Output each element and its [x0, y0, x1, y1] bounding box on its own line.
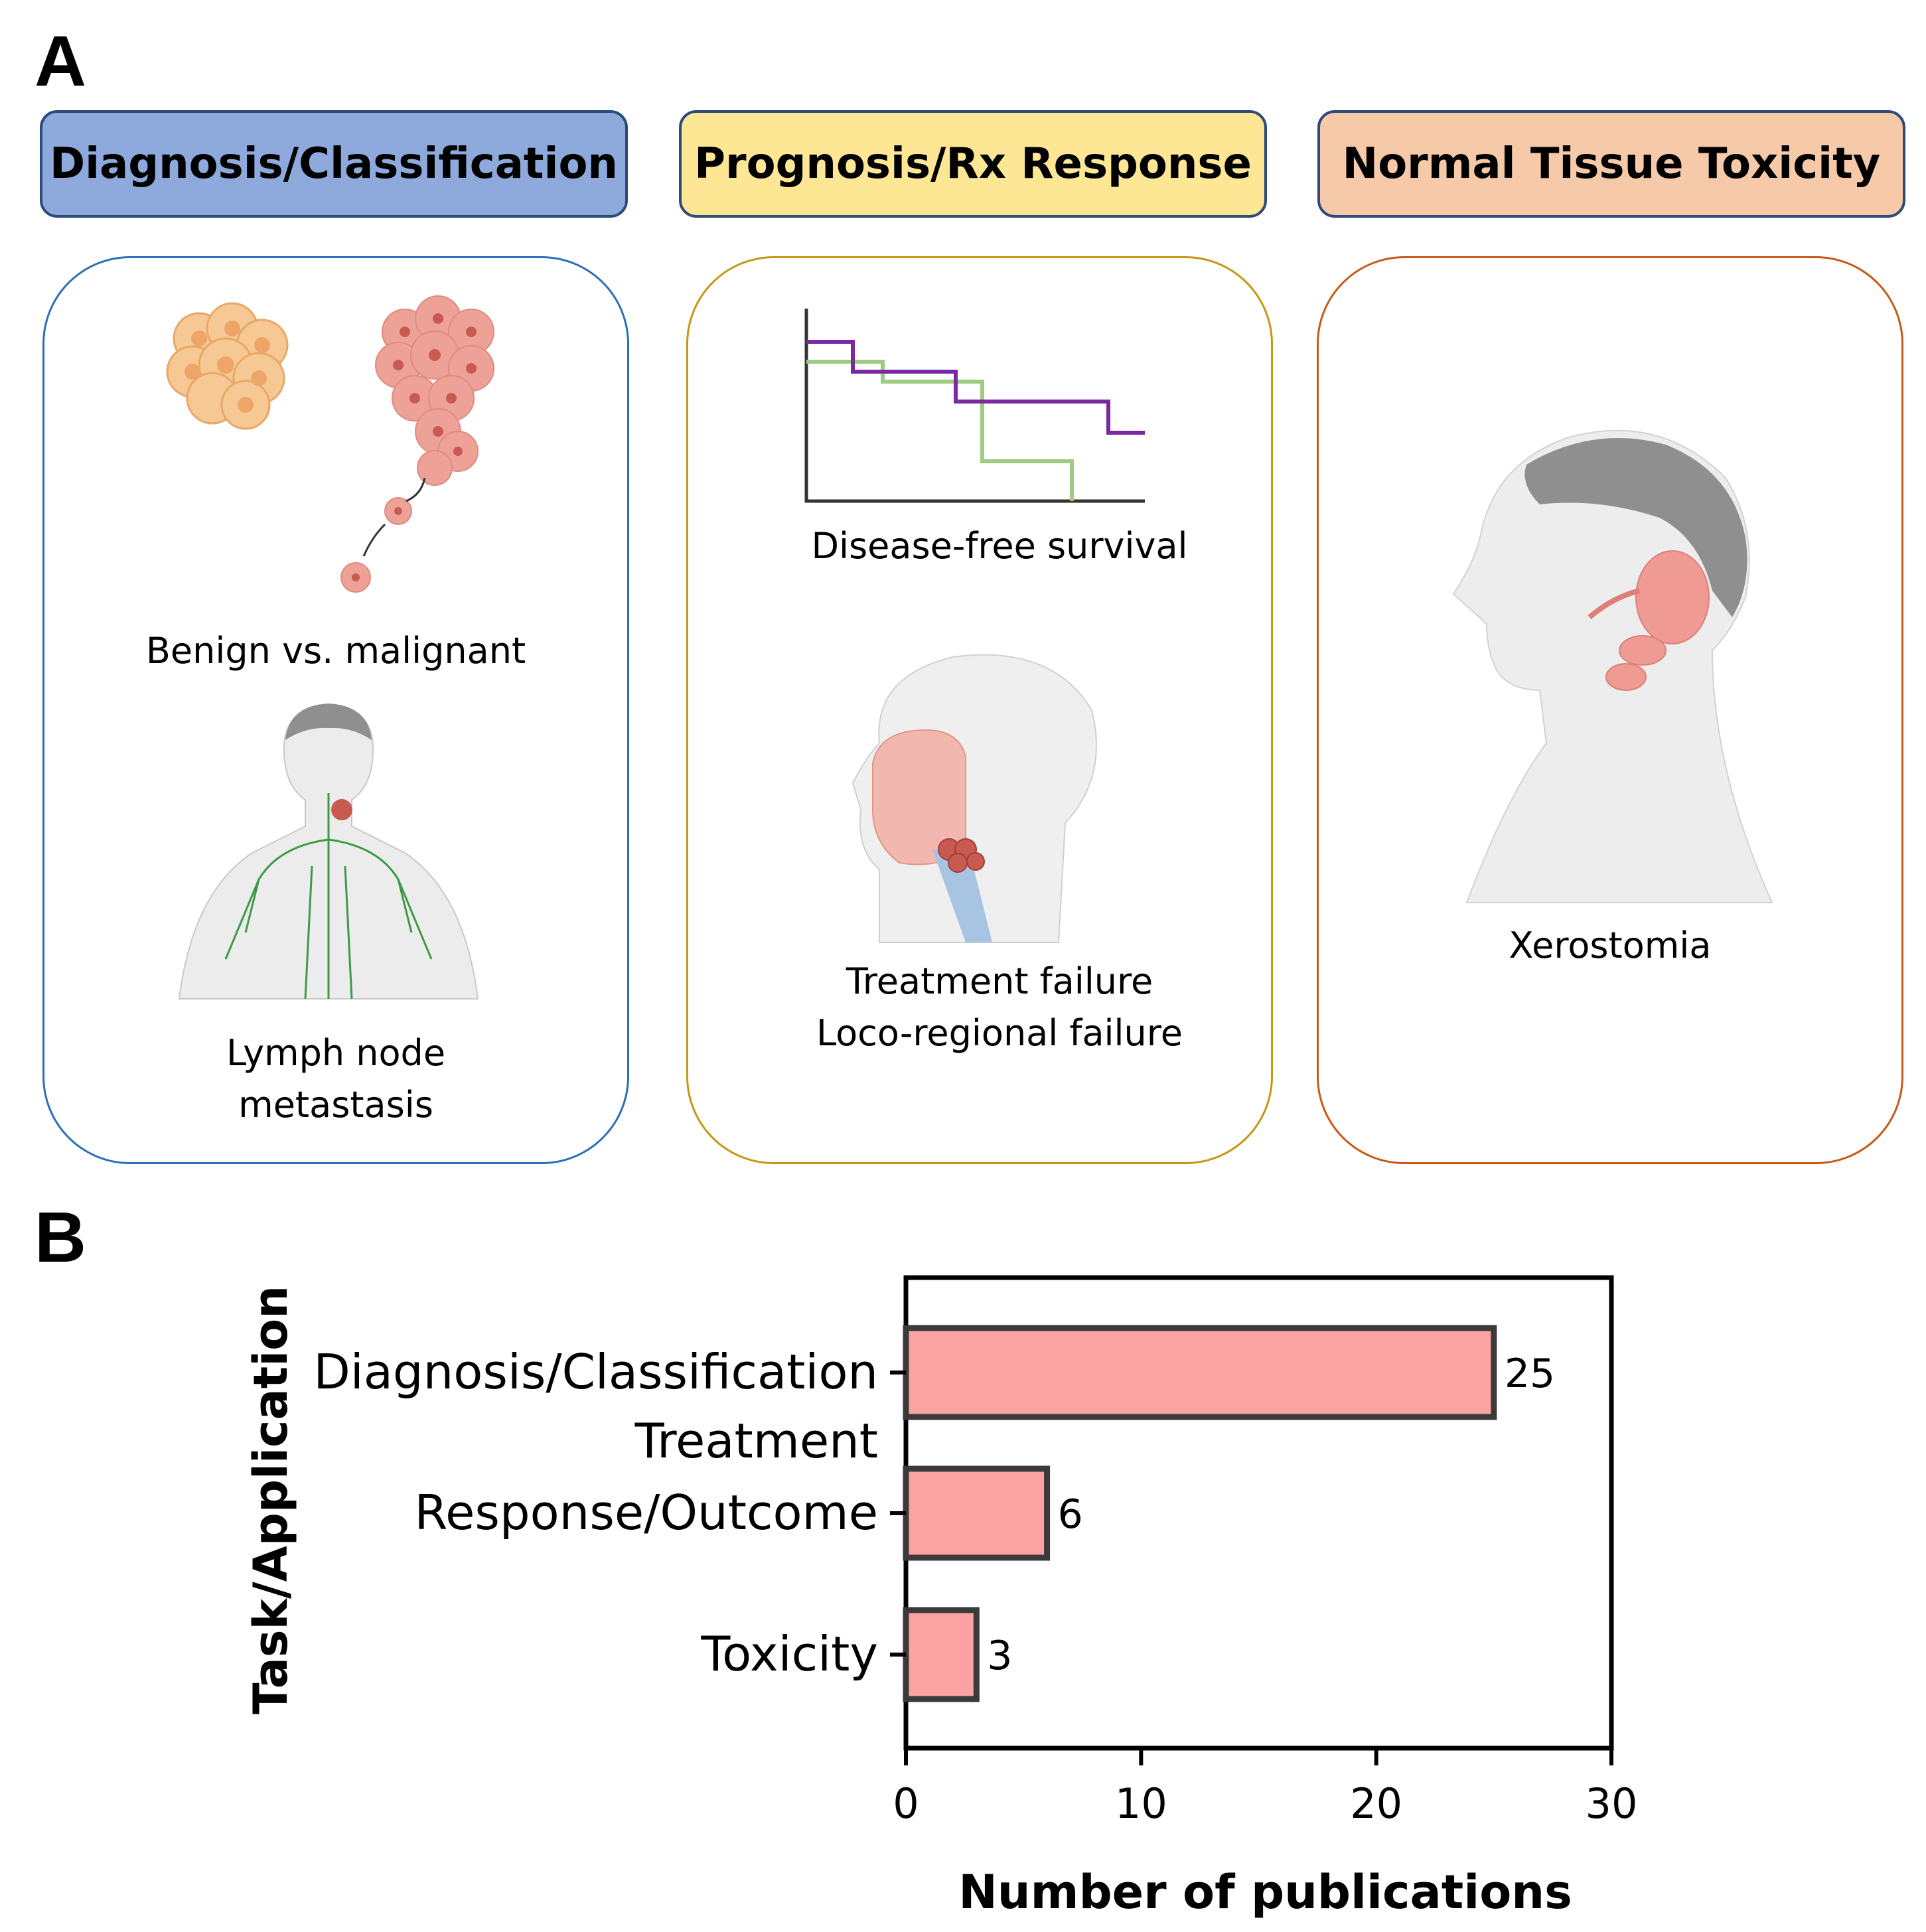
y-tick-label-0-0: Diagnosis/Classification	[313, 1344, 878, 1400]
lymphatic-body-icon	[178, 704, 479, 1000]
x-tick-label-2: 20	[1350, 1779, 1402, 1828]
caption-metastasis: metastasis	[238, 1084, 433, 1126]
caption-locoregional-failure: Loco-regional failure	[816, 1012, 1183, 1054]
y-tick-label-2-0: Toxicity	[700, 1626, 878, 1682]
panel-letter-a: A	[35, 21, 86, 101]
y-tick-label-1-1: Response/Outcome	[414, 1485, 878, 1540]
caption-treatment-failure: Treatment failure	[846, 960, 1153, 1002]
x-tick-label-3: 30	[1586, 1779, 1638, 1828]
panel-letter-b: B	[35, 1197, 86, 1277]
bar-0	[903, 1325, 1497, 1420]
y-tick-label-1-0: Treatment	[634, 1413, 878, 1469]
caption-disease-free-survival: Disease-free survival	[811, 525, 1188, 567]
header-prognosis: Prognosis/Rx Response	[679, 110, 1267, 218]
bar-1	[903, 1465, 1051, 1561]
x-tick-label-0: 0	[893, 1779, 919, 1828]
bar-2	[903, 1607, 980, 1702]
data-label-1: 6	[1058, 1491, 1083, 1538]
header-toxicity: Normal Tissue Toxicity	[1317, 110, 1905, 218]
caption-benign-malignant: Benign vs. malignant	[145, 630, 526, 672]
caption-xerostomia: Xerostomia	[1509, 925, 1712, 966]
salivary-gland-head-icon	[1452, 429, 1773, 903]
survival-curve-icon	[804, 309, 1145, 503]
caption-lymph-node: Lymph node	[226, 1032, 446, 1074]
data-label-0: 25	[1505, 1351, 1555, 1397]
y-axis-label: Task/Application	[244, 1286, 298, 1714]
header-diagnosis: Diagnosis/Classification	[40, 110, 628, 218]
cell-cluster-benign-icon	[166, 302, 289, 430]
x-tick-label-1: 10	[1115, 1779, 1167, 1828]
cell-cluster-malignant-icon	[340, 295, 494, 593]
x-axis-label: Number of publications	[958, 1865, 1572, 1919]
data-label-2: 3	[987, 1633, 1012, 1679]
head-neck-tumor-icon	[852, 654, 1097, 943]
